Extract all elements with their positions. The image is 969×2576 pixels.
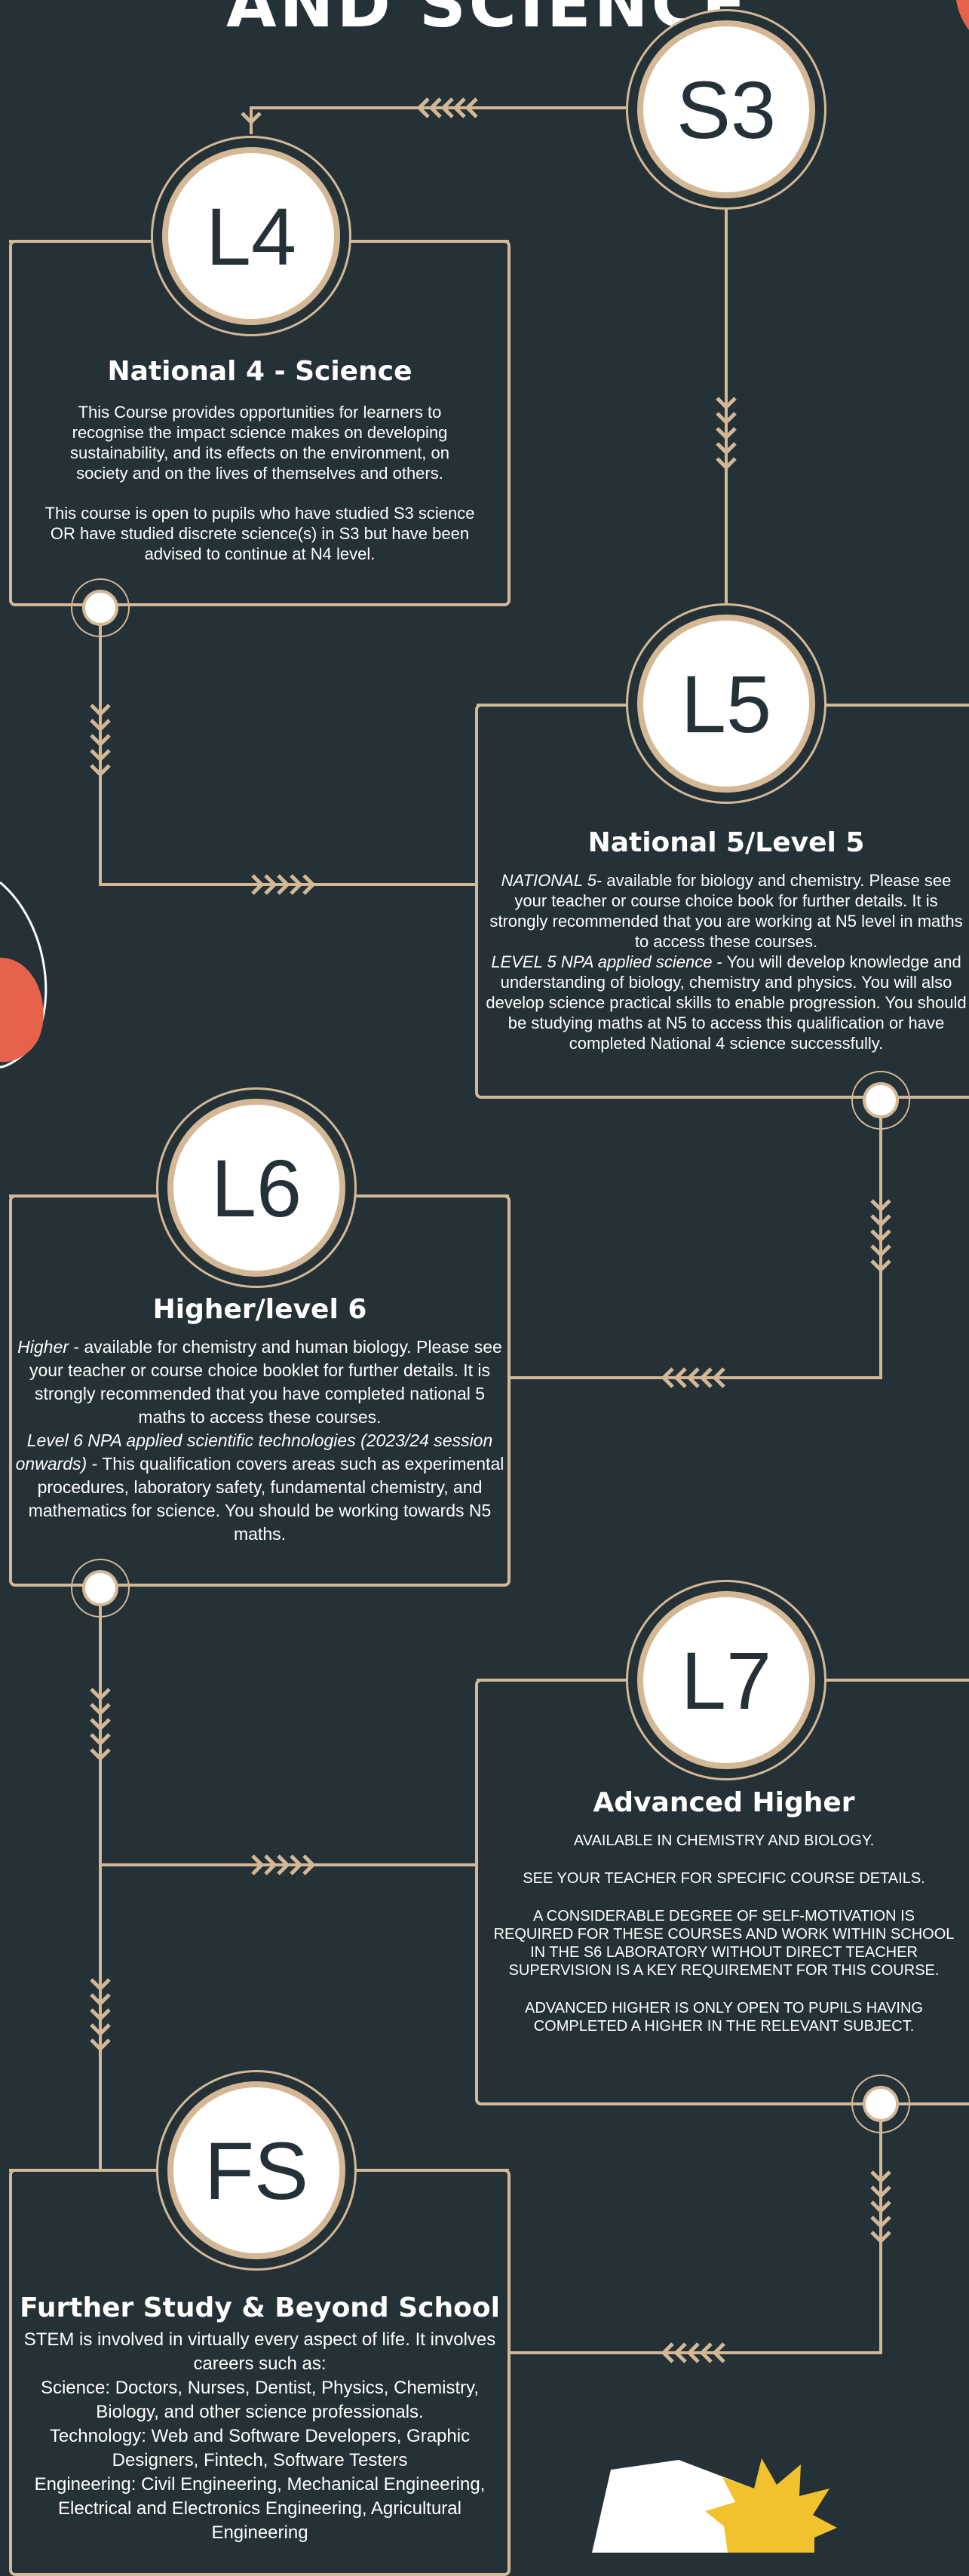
- card-title: Further Study & Beyond School: [20, 2292, 500, 2323]
- course-name: LEVEL 5 NPA applied science: [491, 952, 713, 971]
- course-description: - You will develop knowledge and underst…: [486, 952, 967, 1053]
- decor-yellow-burst: [705, 2458, 837, 2553]
- course-name: NATIONAL 5: [501, 871, 596, 890]
- card-text: STEM is involved in virtually every aspe…: [23, 2329, 496, 2374]
- card-text: Science: Doctors, Nurses, Dentist, Physi…: [40, 2378, 480, 2422]
- node-dot: [863, 2086, 899, 2122]
- course-name: Level 6 NPA applied scientific technolog…: [15, 1431, 493, 1474]
- card-text: Advanced Higher is only open to pupils h…: [525, 2000, 923, 2035]
- course-description: - available for chemistry and human biol…: [29, 1337, 502, 1427]
- node-dot: [863, 1082, 899, 1118]
- card-advanced-higher: Advanced Higher Available in chemistry a…: [475, 1679, 969, 2105]
- card-title: National 5/Level 5: [587, 827, 865, 858]
- card-higher: Higher/level 6 Higher - available for ch…: [9, 1194, 511, 1587]
- course-description: - This qualification covers areas such a…: [28, 1454, 504, 1544]
- card-national-4: National 4 - Science This Course provide…: [9, 240, 511, 606]
- page-title-fragment: AND SCIENCE: [226, 0, 750, 42]
- card-text: NATIONAL 5- available for biology and ch…: [486, 870, 967, 952]
- card-text: See your teacher for specific course det…: [523, 1870, 925, 1887]
- badge-l5: L5: [637, 615, 815, 793]
- badge-l6: L6: [167, 1099, 345, 1277]
- card-text: Level 6 NPA applied scientific technolog…: [15, 1429, 504, 1546]
- badge-fs: FS: [167, 2081, 345, 2259]
- card-text: A considerable degree of self-motivation…: [493, 1908, 955, 1979]
- card-text: This course is open to pupils who have s…: [44, 504, 475, 563]
- course-name: Higher: [17, 1337, 69, 1357]
- card-title: National 4 - Science: [107, 356, 412, 387]
- card-title: Higher/level 6: [152, 1294, 367, 1325]
- card-text: Available in chemistry and biology.: [573, 1832, 875, 1849]
- card-title: Advanced Higher: [593, 1787, 855, 1818]
- course-description: - available for biology and chemistry. P…: [489, 871, 963, 951]
- badge-s3: S3: [637, 20, 815, 198]
- card-further-study: Further Study & Beyond School STEM is in…: [9, 2169, 511, 2576]
- node-dot: [82, 1570, 118, 1606]
- decor-orange-corner: [956, 0, 969, 30]
- card-text: This Course provides opportunities for l…: [69, 403, 450, 483]
- card-text: Higher - available for chemistry and hum…: [15, 1336, 504, 1429]
- card-text: Technology: Web and Software Developers,…: [49, 2426, 471, 2470]
- badge-l7: L7: [637, 1591, 815, 1769]
- card-national-5: National 5/Level 5 NATIONAL 5- available…: [475, 704, 969, 1099]
- decor-orange-blob: [0, 958, 44, 1063]
- node-dot: [82, 590, 118, 626]
- badge-l4: L4: [162, 147, 340, 325]
- card-text: LEVEL 5 NPA applied science - You will d…: [486, 952, 967, 1053]
- card-text: Engineering: Civil Engineering, Mechanic…: [34, 2474, 486, 2543]
